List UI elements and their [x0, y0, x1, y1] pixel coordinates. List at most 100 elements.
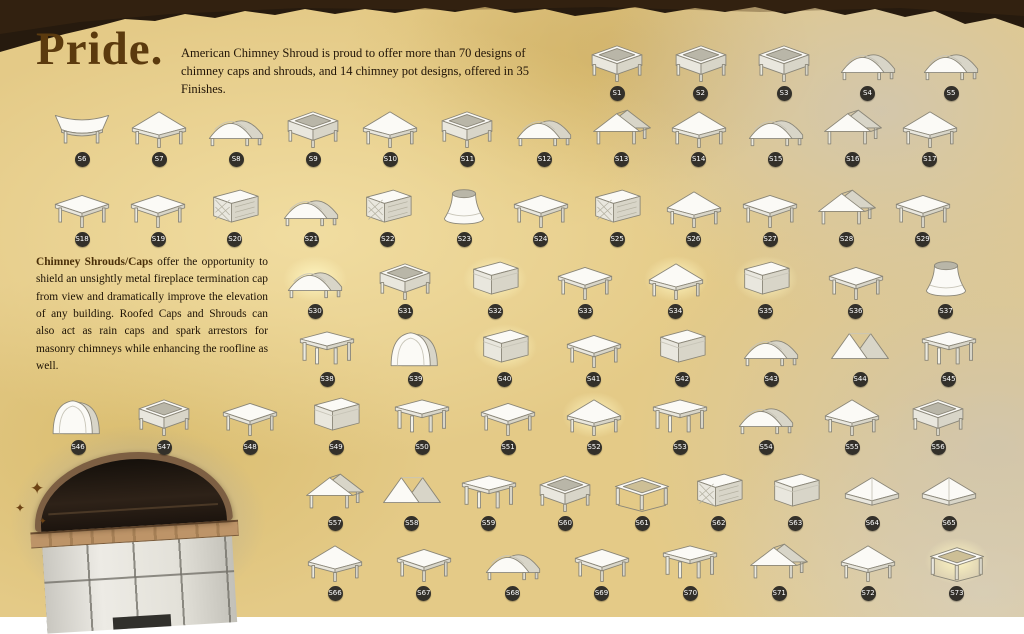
design-item-S48: S48 [218, 392, 282, 455]
hip-chimney-icon [303, 538, 367, 584]
design-item-S58: S58 [380, 468, 444, 531]
design-item-S1: S1 [585, 38, 649, 101]
gable-chimney-icon [303, 468, 367, 514]
planter-chimney-icon [906, 392, 970, 438]
design-badge: S67 [416, 586, 432, 601]
design-item-S21: S21 [279, 184, 343, 247]
design-item-S35: S35 [733, 256, 798, 319]
design-item-S9: S9 [281, 104, 345, 167]
design-item-S3: S3 [752, 38, 816, 101]
design-item-S12: S12 [512, 104, 576, 167]
lattice-chimney-icon [356, 184, 420, 230]
design-badge: S44 [852, 372, 868, 387]
design-badge: S24 [533, 232, 549, 247]
design-item-S65: S65 [917, 468, 981, 531]
design-badge: S34 [668, 304, 684, 319]
design-badge: S39 [408, 372, 424, 387]
flare-chimney-icon [50, 104, 114, 150]
design-item-S59: S59 [457, 468, 521, 531]
design-badge: S26 [686, 232, 702, 247]
design-item-S69: S69 [570, 538, 634, 601]
design-item-S41: S41 [562, 324, 626, 387]
design-item-S73: S73 [924, 538, 989, 601]
design-item-S54: S54 [734, 392, 798, 455]
hip-chimney-icon [358, 104, 422, 150]
barrel-chimney-icon [204, 104, 268, 150]
design-item-S33: S33 [553, 256, 617, 319]
design-badge: S17 [922, 152, 938, 167]
table-chimney-icon [738, 184, 802, 230]
hip-chimney-icon [662, 184, 726, 230]
design-badge: S68 [505, 586, 521, 601]
box-chimney-icon [463, 256, 528, 302]
design-item-S22: S22 [356, 184, 420, 247]
table-chimney-icon [50, 184, 114, 230]
box-chimney-icon [650, 324, 714, 370]
barrel-chimney-icon [734, 392, 798, 438]
design-badge: S46 [70, 440, 86, 455]
design-item-S20: S20 [203, 184, 267, 247]
design-item-S6: S6 [50, 104, 114, 167]
design-item-S49: S49 [304, 392, 368, 455]
design-badge: S49 [328, 440, 344, 455]
table-chimney-icon [570, 538, 634, 584]
gable-chimney-icon [747, 538, 811, 584]
barrel-chimney-icon [481, 538, 545, 584]
planter-chimney-icon [752, 38, 816, 84]
design-badge: S22 [380, 232, 396, 247]
design-badge: S36 [848, 304, 864, 319]
fold-chimney-icon [380, 468, 444, 514]
hip-chimney-icon [562, 392, 626, 438]
planter-chimney-icon [435, 104, 499, 150]
design-badge: S37 [938, 304, 954, 319]
design-badge: S65 [941, 516, 957, 531]
design-badge: S42 [674, 372, 690, 387]
design-badge: S9 [305, 152, 321, 167]
design-badge: S8 [228, 152, 244, 167]
design-item-S36: S36 [824, 256, 888, 319]
design-badge: S54 [758, 440, 774, 455]
design-badge: S31 [397, 304, 413, 319]
page-title: Pride. [36, 23, 164, 75]
body-lead: Chimney Shrouds/Caps [36, 256, 153, 268]
design-badge: S50 [414, 440, 430, 455]
gable-chimney-icon [821, 104, 885, 150]
design-item-S8: S8 [204, 104, 268, 167]
design-item-S25: S25 [585, 184, 649, 247]
design-badge: S55 [844, 440, 860, 455]
pot-chimney-icon [432, 184, 496, 230]
design-badge: S19 [150, 232, 166, 247]
colonnade-chimney-icon [457, 468, 521, 514]
design-item-S18: S18 [50, 184, 114, 247]
pot-chimney-icon [914, 256, 978, 302]
lattice-chimney-icon [687, 468, 751, 514]
table-chimney-icon [553, 256, 617, 302]
gable-chimney-icon [590, 104, 654, 150]
design-item-S30: S30 [283, 256, 347, 319]
design-badge: S60 [557, 516, 573, 531]
design-item-S60: S60 [533, 468, 597, 531]
design-item-S26: S26 [662, 184, 726, 247]
design-item-S24: S24 [509, 184, 573, 247]
design-item-S55: S55 [820, 392, 884, 455]
colonnade-chimney-icon [295, 324, 359, 370]
design-item-S63: S63 [764, 468, 828, 531]
design-badge: S14 [691, 152, 707, 167]
design-badge: S15 [768, 152, 784, 167]
body-rest: offer the opportunity to shield an unsig… [36, 256, 268, 372]
design-item-S34: S34 [643, 256, 708, 319]
star-icon: ✦ [39, 516, 47, 526]
design-badge: S10 [382, 152, 398, 167]
design-item-S46: S46 [46, 392, 110, 455]
design-badge: S71 [771, 586, 787, 601]
design-item-S64: S64 [840, 468, 904, 531]
design-item-S45: S45 [917, 324, 981, 387]
design-badge: S20 [227, 232, 243, 247]
hip-chimney-icon [667, 104, 731, 150]
design-item-S68: S68 [481, 538, 545, 601]
barrel-chimney-icon [512, 104, 576, 150]
hip-chimney-icon [898, 104, 962, 150]
design-badge: S69 [594, 586, 610, 601]
frame-chimney-icon [610, 468, 674, 514]
